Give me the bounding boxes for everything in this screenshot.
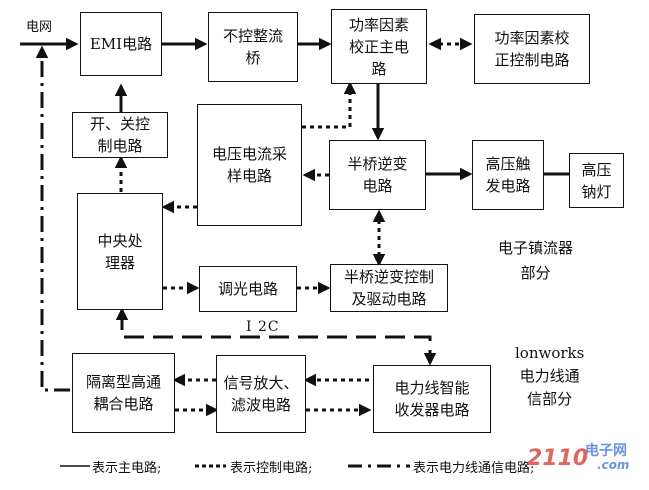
watermark-logo: 2110 电子网 .com: [527, 438, 645, 486]
rectifier-label: 不控整流 桥: [222, 27, 283, 67]
ballast-section-label: 电子镇流器 部分: [498, 239, 574, 282]
hv-trigger-label: 高压触 发电路: [485, 155, 531, 195]
watermark-domain: .com: [597, 458, 630, 472]
amp-filter-label: 信号放大、 滤波电路: [223, 374, 299, 414]
hb-driver-label: 半桥逆变控制 及驱动电路: [343, 268, 434, 308]
transceiver-block: 电力线智能 收发器电路: [373, 365, 491, 433]
control-circuit-lines: [114, 37, 473, 417]
dimmer-block: 调光电路: [199, 266, 297, 312]
watermark-brand: 2110: [527, 446, 589, 471]
switch-control-label: 开、关控 制电路: [89, 115, 150, 155]
sample-to-pfc-arrow: [302, 81, 357, 129]
half-bridge-inverter-label: 半桥逆变 电路: [347, 155, 408, 195]
cpu-label: 中央处 理器: [97, 231, 143, 272]
lonworks-section-label: lonworks 电力线通 信部分: [515, 344, 585, 408]
sodium-lamp-label: 高压 钠灯: [581, 160, 612, 201]
hv-trigger-block: 高压触 发电路: [472, 140, 544, 210]
grid-input-label: 电网: [26, 20, 53, 35]
i2c-bus-label: I 2C: [246, 319, 280, 335]
amp-filter-block: 信号放大、 滤波电路: [216, 355, 306, 433]
pfc-main-block: 功率因素 校正主电 路: [331, 9, 427, 84]
emi-circuit-block: EMI电路: [80, 12, 162, 76]
watermark-site: 电子网: [585, 443, 627, 459]
powerline-comm-lines: [35, 45, 437, 392]
hb-driver-block: 半桥逆变控制 及驱动电路: [330, 264, 448, 312]
transceiver-label: 电力线智能 收发器电路: [394, 379, 470, 419]
emi-circuit-label: EMI电路: [89, 35, 153, 53]
vi-sampling-block: 电压电流采 样电路: [197, 104, 302, 226]
vi-sampling-label: 电压电流采 样电路: [211, 145, 287, 185]
half-bridge-inverter-block: 半桥逆变 电路: [329, 140, 426, 210]
coupler-to-grid-line: [35, 45, 70, 392]
isolated-coupler-block: 隔离型高通 耦合电路: [72, 353, 175, 433]
legend-main-text: 表示主电路;: [92, 461, 162, 476]
pfc-control-block: 功率因素校 正控制电路: [474, 14, 590, 84]
legend-control-text: 表示控制电路;: [230, 461, 313, 476]
pfc-main-label: 功率因素 校正主电 路: [348, 15, 409, 78]
switch-control-block: 开、关控 制电路: [72, 112, 168, 158]
pfc-control-label: 功率因素校 正控制电路: [494, 29, 570, 69]
isolated-coupler-label: 隔离型高通 耦合电路: [85, 373, 161, 413]
dimmer-label: 调光电路: [217, 280, 278, 298]
main-circuit-lines: [20, 37, 569, 181]
i2c-bus-line: [115, 307, 437, 366]
rectifier-block: 不控整流 桥: [208, 12, 298, 82]
cpu-block: 中央处 理器: [77, 193, 163, 310]
legend-comm-text: 表示电力线通信电路;: [413, 461, 535, 476]
sodium-lamp-block: 高压 钠灯: [569, 153, 624, 208]
